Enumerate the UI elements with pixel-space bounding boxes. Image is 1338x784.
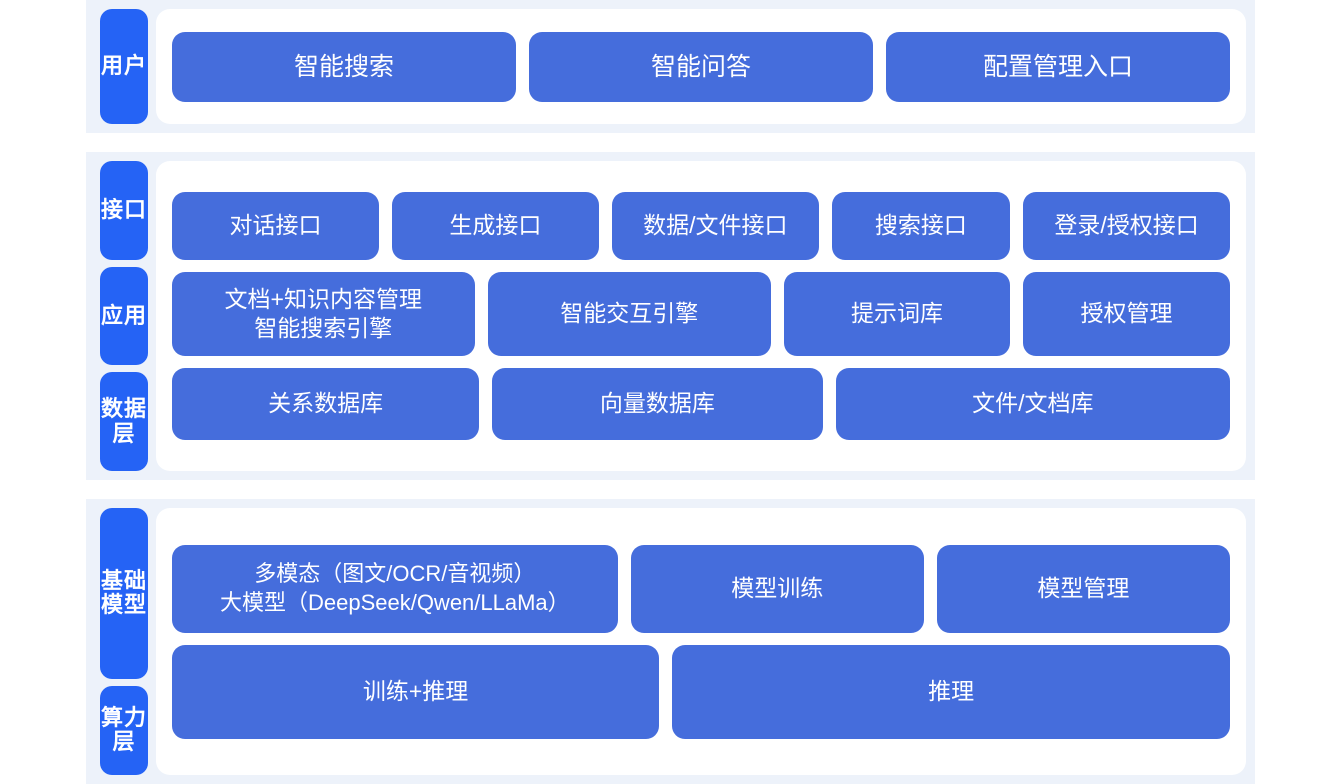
box-smart-interaction-engine[interactable]: 智能交互引擎: [487, 272, 771, 356]
layer-label-user: 用户: [100, 9, 148, 124]
box-generation-interface[interactable]: 生成接口: [391, 192, 599, 260]
box-file-document-store[interactable]: 文件/文档库: [835, 368, 1231, 440]
row-models: 多模态（图文/OCR/音视频） 大模型（DeepSeek/Qwen/LLaMa）…: [172, 544, 1231, 633]
box-dialog-interface[interactable]: 对话接口: [172, 192, 379, 260]
box-data-file-interface[interactable]: 数据/文件接口: [611, 192, 819, 260]
box-model-training[interactable]: 模型训练: [630, 544, 924, 633]
row-data-stores: 关系数据库 向量数据库 文件/文档库: [172, 368, 1231, 440]
layer-card-base: 多模态（图文/OCR/音视频） 大模型（DeepSeek/Qwen/LLaMa）…: [156, 508, 1246, 775]
layer-band-middle: 接口 应用 数据层 对话接口 生成接口 数据/文件接口 搜索接口 登录/授权接口…: [86, 152, 1255, 480]
box-vector-database[interactable]: 向量数据库: [492, 368, 823, 440]
layer-label-data: 数据层: [100, 372, 148, 472]
box-training-and-inference[interactable]: 训练+推理: [172, 644, 660, 739]
layer-label-column-base: 基础模型 算力层: [86, 499, 148, 784]
layer-card-middle: 对话接口 生成接口 数据/文件接口 搜索接口 登录/授权接口 文档+知识内容管理…: [156, 161, 1246, 471]
layer-label-column-middle: 接口 应用 数据层: [86, 152, 148, 480]
row-applications: 文档+知识内容管理 智能搜索引擎 智能交互引擎 提示词库 授权管理: [172, 272, 1230, 356]
box-login-auth-interface[interactable]: 登录/授权接口: [1023, 192, 1230, 260]
row-user-entries: 智能搜索 智能问答 配置管理入口: [172, 31, 1230, 102]
box-model-management[interactable]: 模型管理: [936, 544, 1231, 633]
layer-band-users: 用户 智能搜索 智能问答 配置管理入口: [86, 0, 1255, 133]
box-config-management-entry[interactable]: 配置管理入口: [886, 31, 1230, 102]
box-smart-qa[interactable]: 智能问答: [529, 31, 873, 102]
layer-label-application: 应用: [100, 266, 148, 366]
row-compute: 训练+推理 推理: [172, 644, 1230, 739]
box-multimodal-large-model[interactable]: 多模态（图文/OCR/音视频） 大模型（DeepSeek/Qwen/LLaMa）: [172, 544, 618, 633]
box-search-interface[interactable]: 搜索接口: [831, 192, 1011, 260]
layer-label-interface: 接口: [100, 161, 148, 260]
row-interfaces: 对话接口 生成接口 数据/文件接口 搜索接口 登录/授权接口: [172, 192, 1230, 260]
box-relational-database[interactable]: 关系数据库: [172, 368, 480, 440]
layer-band-base: 基础模型 算力层 多模态（图文/OCR/音视频） 大模型（DeepSeek/Qw…: [86, 499, 1255, 784]
box-prompt-library[interactable]: 提示词库: [783, 272, 1010, 356]
box-inference[interactable]: 推理: [672, 644, 1230, 739]
box-authorization-management[interactable]: 授权管理: [1023, 272, 1230, 356]
box-smart-search[interactable]: 智能搜索: [172, 31, 516, 102]
layer-label-foundation-model: 基础模型: [100, 508, 148, 679]
layer-label-column-users: 用户: [86, 0, 148, 133]
layer-label-compute: 算力层: [100, 685, 148, 775]
layer-card-users: 智能搜索 智能问答 配置管理入口: [156, 9, 1246, 124]
box-document-knowledge-management[interactable]: 文档+知识内容管理 智能搜索引擎: [172, 272, 475, 356]
